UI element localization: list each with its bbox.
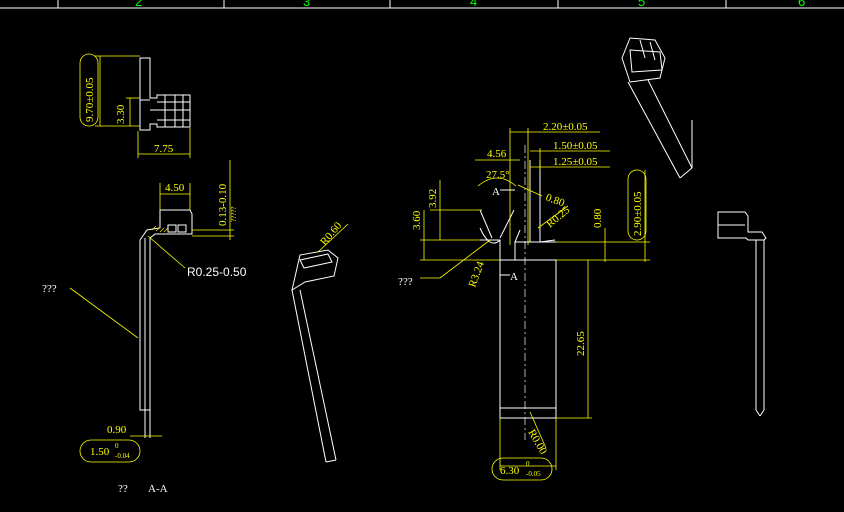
front-view: 2.20±0.05 1.50±0.05 1.25±0.05 4.56 27.5°…: [398, 121, 650, 481]
section-marker-bottom: A: [510, 271, 518, 283]
zone-label-4: 4: [470, 0, 477, 9]
front-leader-note: ???: [398, 276, 413, 288]
side-view: [717, 211, 767, 417]
iso-view: R0.60: [291, 219, 349, 463]
zone-label-5: 5: [638, 0, 645, 9]
dim-rise2: 3.60: [411, 210, 423, 230]
dim-base-lower: -0.04: [115, 452, 130, 460]
dim-inner: 3.30: [115, 104, 127, 124]
dim-top1: 2.20±0.05: [543, 121, 588, 133]
dim-span: 4.56: [487, 148, 507, 160]
dim-thickness: 0.13-0.10: [217, 183, 229, 226]
dim-width-upper: 0: [526, 460, 530, 468]
dim-length: 22.65: [575, 331, 587, 356]
drawing-border: 2 3 4 5 6: [0, 0, 844, 9]
top-view: 9.70±0.05 3.30 7.75: [79, 53, 191, 158]
iso-top-right: [621, 37, 693, 179]
dim-top3: 1.25±0.05: [553, 156, 598, 168]
zone-label-2: 2: [135, 0, 142, 9]
dim-tip-radius: R0.00: [525, 428, 549, 457]
zone-label-6: 6: [798, 0, 805, 9]
dim-side-tol: 2.90±0.05: [632, 191, 644, 236]
section-leader-note: ???: [42, 283, 57, 295]
dim-height: 9.70±0.05: [84, 77, 96, 122]
dim-angle: 27.5°: [486, 169, 510, 181]
dim-base-value: 1.50: [90, 446, 110, 458]
dim-base-upper: 0: [115, 442, 119, 450]
section-marker-top: A: [492, 186, 500, 198]
dim-width: 7.75: [154, 143, 174, 155]
dim-width-value: 6.30: [500, 465, 520, 477]
section-caption: A-A: [148, 483, 168, 495]
section-view: 4.50 0.13-0.10 ????? R0.25-0.50 ??? 0.90…: [42, 160, 247, 495]
thickness-note: ?????: [230, 206, 238, 222]
dim-width-lower: -0.05: [526, 470, 541, 478]
zone-label-3: 3: [303, 0, 310, 9]
dim-rise1: 3.92: [427, 189, 439, 208]
dim-step: 0.80: [592, 208, 604, 228]
dim-arc-radius: R3.24: [467, 259, 488, 289]
dim-iso-radius: R0.60: [318, 219, 345, 247]
section-caption-prefix: ??: [118, 483, 128, 495]
dim-width-overall: 4.50: [165, 182, 185, 194]
bend-radius-label: R0.25-0.50: [187, 265, 247, 279]
dim-leg-width: 0.90: [107, 424, 127, 436]
dim-top2: 1.50±0.05: [553, 140, 598, 152]
